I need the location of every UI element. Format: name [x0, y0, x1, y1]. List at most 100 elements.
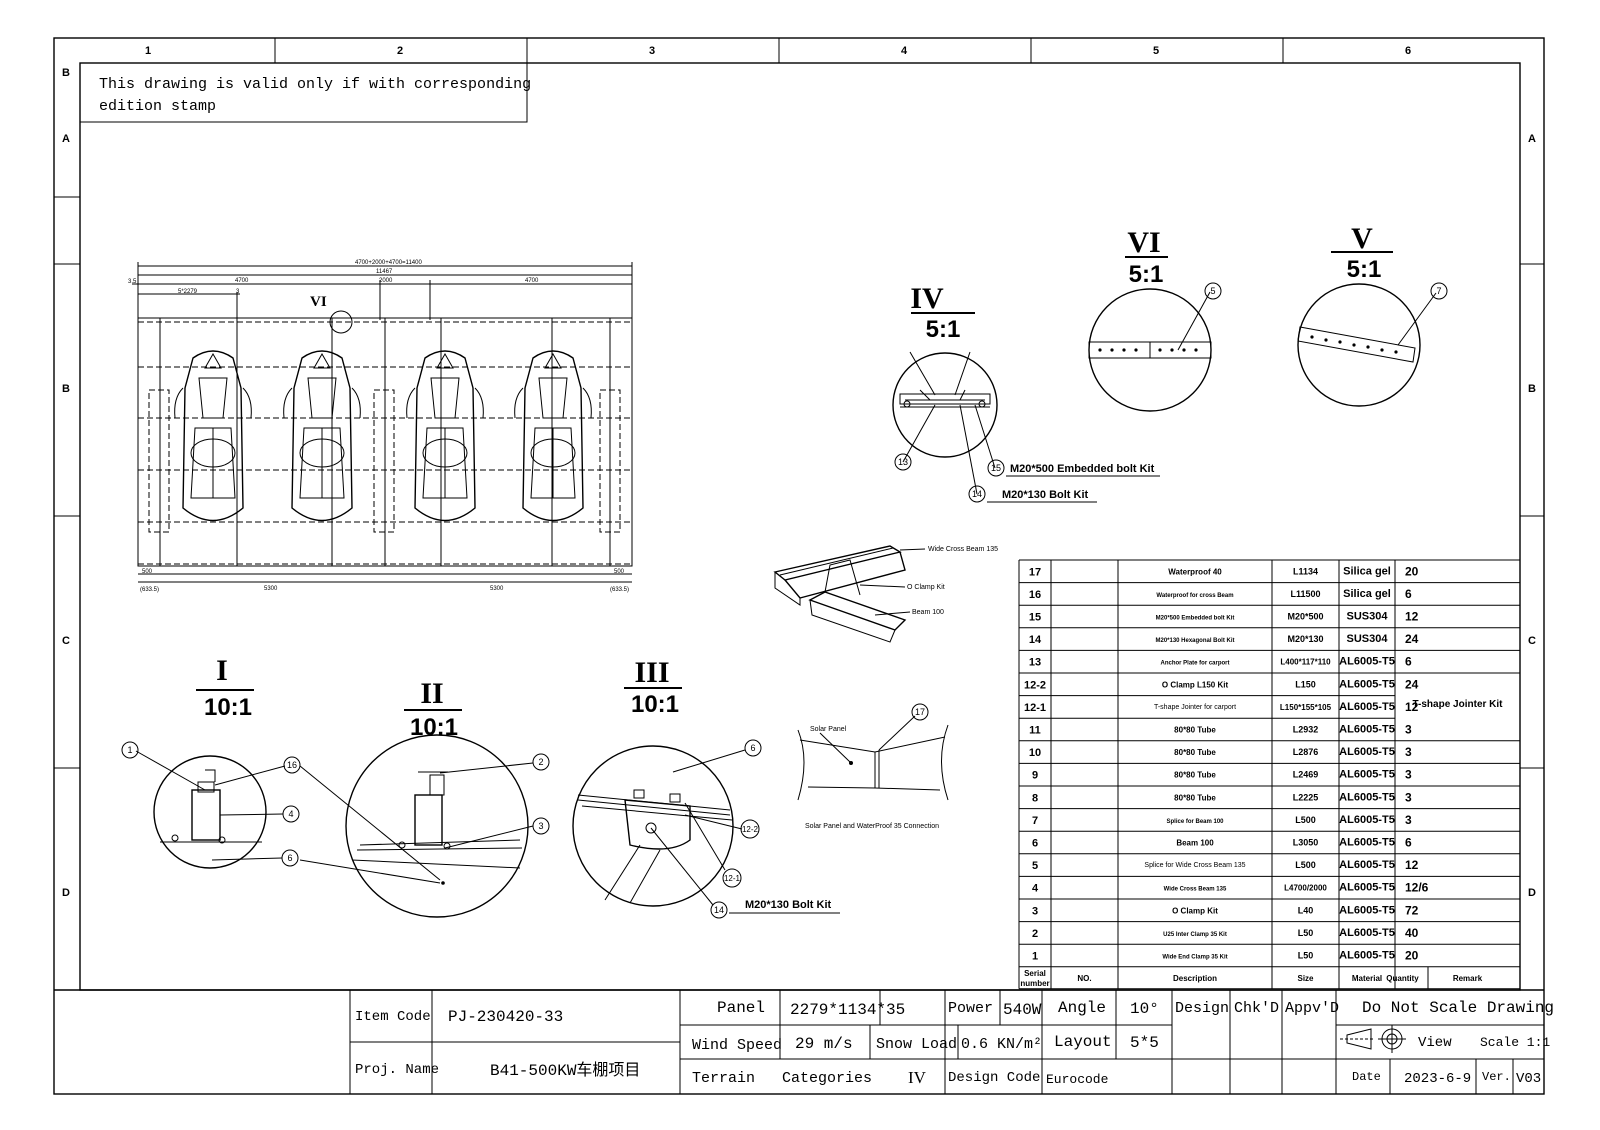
bom-serial: 5	[1032, 860, 1038, 872]
col-label-5: 5	[1153, 45, 1159, 57]
bom-quantity: 12	[1405, 858, 1419, 872]
bom-serial: 17	[1029, 566, 1041, 578]
bom-quantity: 20	[1405, 949, 1419, 963]
bom-material: AL6005-T5	[1339, 769, 1395, 781]
bom-size: L2932	[1293, 725, 1319, 735]
plan-dim-seg1: 4700	[235, 278, 249, 284]
wind-value: 29 m/s	[795, 1035, 853, 1053]
bom-header-no: NO.	[1077, 974, 1091, 983]
callout-o-clamp: O Clamp Kit	[907, 584, 945, 591]
row-label-left-a: A	[62, 133, 70, 145]
bom-serial: 16	[1029, 589, 1041, 601]
detail-iii-label: III	[634, 656, 669, 689]
item-code: PJ-230420-33	[448, 1008, 563, 1026]
bom-quantity: 72	[1405, 903, 1419, 917]
col-label-6: 6	[1405, 45, 1411, 57]
bom-quantity: 3	[1405, 768, 1412, 782]
validity-note-line1: This drawing is valid only if with corre…	[99, 76, 531, 93]
bom-description: 80*80 Tube	[1174, 748, 1216, 757]
bom-quantity: 6	[1405, 655, 1412, 669]
grid-column-ticks	[54, 38, 1544, 769]
detail-iv: IV 5:1 13 15 M20*500 Embedded bolt Kit 1…	[892, 282, 1160, 503]
panel-label: Panel	[717, 999, 765, 1017]
callout-solar-conn: Solar Panel and WaterProof 35 Connection	[805, 823, 939, 830]
bom-quantity: 20	[1405, 564, 1419, 578]
bom-serial: 10	[1029, 747, 1041, 759]
detail-vi-scale: 5:1	[1129, 261, 1164, 288]
bom-description: Waterproof 40	[1168, 567, 1222, 576]
bom-material: AL6005-T5	[1339, 746, 1395, 758]
bom-remark-tshape: T-shape Jointer Kit	[1412, 699, 1503, 710]
bom-material: AL6005-T5	[1339, 814, 1395, 826]
plan-dim-seg2: 2000	[379, 278, 393, 284]
bom-description: U25 Inter Clamp 35 Kit	[1163, 932, 1227, 938]
balloon-13: 13	[898, 457, 908, 467]
balloon-5: 5	[1210, 286, 1215, 296]
solar-connection: Solar Panel 17 Solar Panel and WaterProo…	[797, 703, 949, 830]
detail-i-label: I	[216, 654, 228, 687]
bom-size: L11500	[1290, 589, 1320, 599]
bom-size: L400*117*110	[1280, 658, 1331, 667]
layout-value: 5*5	[1130, 1034, 1159, 1052]
callout-bolt-kit-iv: M20*130 Bolt Kit	[1002, 489, 1089, 501]
bom-description: Waterproof for cross Beam	[1156, 593, 1233, 599]
row-label-left-c: C	[62, 635, 70, 647]
col-label-2: 2	[397, 45, 403, 57]
bom-quantity: 3	[1405, 745, 1412, 759]
bom-serial: 3	[1032, 905, 1038, 917]
bom-size: L2876	[1293, 747, 1319, 757]
row-label-right-a: A	[1528, 133, 1536, 145]
balloon-16: 16	[287, 760, 297, 770]
detail-iii: III 10:1 6 12-2 12-1 14 M20*130 Bolt Kit	[299, 656, 840, 919]
proj-name: B41-500KW车棚项目	[490, 1061, 640, 1080]
balloon-3: 3	[538, 821, 543, 831]
bom-description: Wide End Clamp 35 Kit	[1162, 955, 1227, 961]
date-value: 2023-6-9	[1404, 1071, 1471, 1087]
plan-dim-bottom-right2: (633.5)	[610, 587, 629, 593]
bom-description: M20*500 Embedded bolt Kit	[1156, 616, 1235, 622]
bom-description: Beam 100	[1176, 839, 1214, 848]
bom-material: AL6005-T5	[1339, 904, 1395, 916]
col-label-1: 1	[145, 45, 151, 57]
projection-symbol-icon	[1340, 1025, 1406, 1053]
plan-dim-overall: 11467	[376, 269, 393, 275]
bom-serial: 12-2	[1024, 679, 1046, 691]
bom-header-description: Description	[1173, 974, 1217, 983]
outer-border	[53, 37, 1545, 1095]
plan-dim-sub1: 5*2279	[178, 289, 198, 295]
detail-i: I 10:1 1 16 4 6	[121, 654, 441, 881]
detail-iv-scale: 5:1	[926, 316, 961, 343]
validity-note-line2: edition stamp	[99, 98, 216, 115]
bom-serial: 1	[1032, 951, 1038, 963]
balloon-17: 17	[915, 707, 925, 717]
wind-label: Wind Speed	[692, 1037, 782, 1054]
bom-serial: 2	[1032, 928, 1038, 940]
bom-quantity: 6	[1405, 587, 1412, 601]
detail-iii-scale: 10:1	[631, 691, 679, 718]
chkd-label: Chk'D	[1234, 1000, 1279, 1017]
bom-quantity: 12	[1405, 610, 1419, 624]
bom-description: 80*80 Tube	[1174, 771, 1216, 780]
bom-quantity: 40	[1405, 926, 1419, 940]
detail-ii: II 10:1 2 3	[345, 677, 550, 918]
bom-material: SUS304	[1347, 633, 1389, 645]
balloon-6b: 6	[750, 743, 755, 753]
bom-description: Splice for Beam 100	[1166, 819, 1224, 825]
bom-header-size: Size	[1297, 974, 1314, 983]
bom-description: Splice for Wide Cross Beam 135	[1144, 862, 1245, 869]
plan-view: 4700+2000+4700=11400 11467 3.5 4700 2000…	[128, 260, 633, 593]
bom-serial: 6	[1032, 838, 1038, 850]
detail-v-scale: 5:1	[1347, 256, 1382, 283]
bom-serial: 11	[1029, 725, 1041, 737]
snow-label: Snow Load	[876, 1036, 957, 1053]
validity-note-box	[79, 62, 528, 123]
item-code-label: Item Code	[355, 1009, 431, 1025]
design-label: Design	[1175, 1000, 1229, 1017]
row-label-left-d: D	[62, 887, 70, 899]
detail-iv-label: IV	[910, 282, 944, 315]
detail-vi: VI 5:1 5	[1088, 226, 1222, 412]
plan-dim-bottom-right1: 500	[614, 569, 625, 575]
row-label-right-b: B	[1528, 383, 1536, 395]
power-label: Power	[948, 1000, 993, 1017]
